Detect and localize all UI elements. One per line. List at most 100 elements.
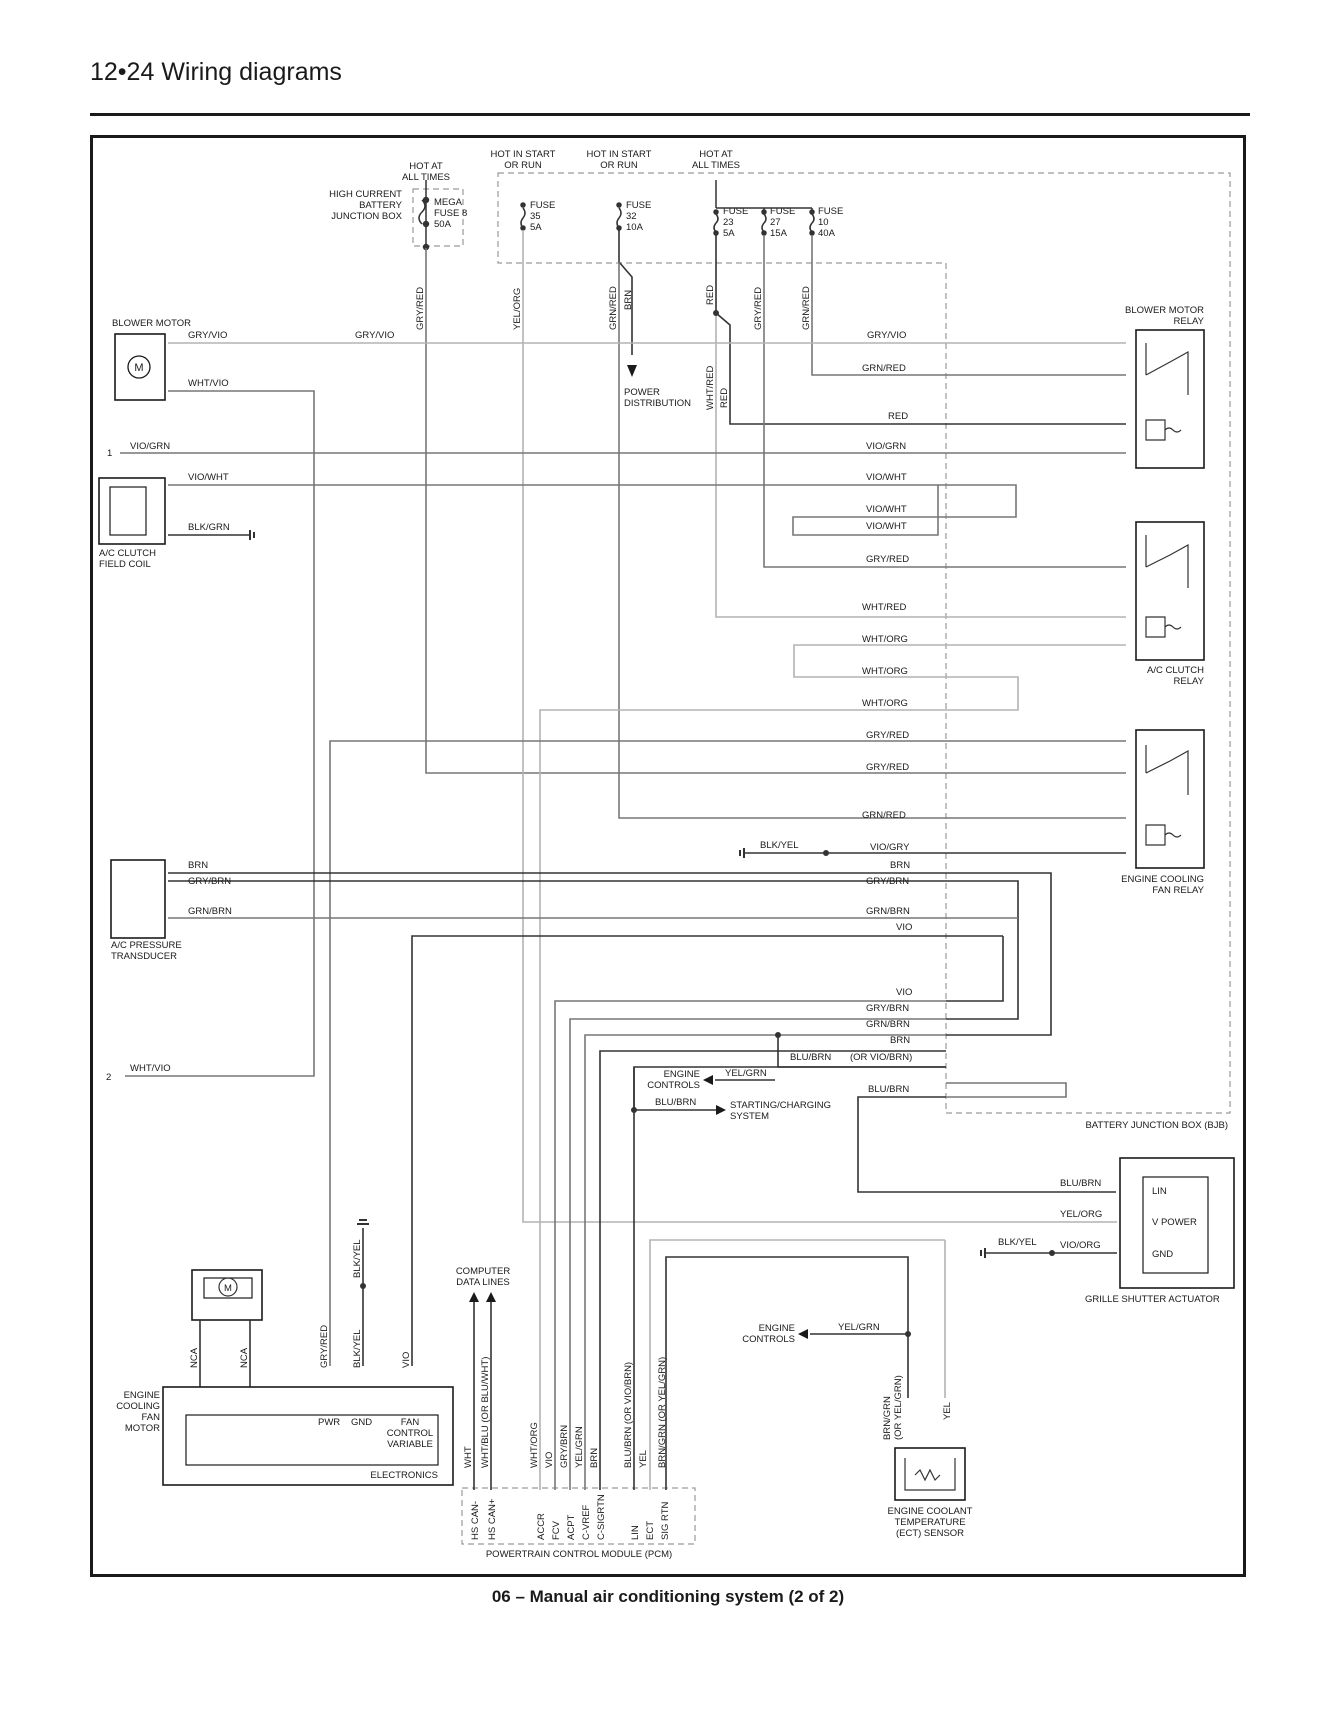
svg-text:BLU/BRN: BLU/BRN	[868, 1084, 909, 1095]
bjb-label: BATTERY JUNCTION BOX (BJB)	[1085, 1120, 1228, 1131]
svg-text:WHT/ORG: WHT/ORG	[862, 698, 908, 709]
power-wires	[425, 230, 1126, 1223]
svg-text:GRN/RED: GRN/RED	[862, 363, 906, 374]
svg-text:YEL/GRN: YEL/GRN	[574, 1426, 585, 1468]
fan-motor-module	[162, 1386, 454, 1486]
pcm-pins: HS CAN- HS CAN+ ACCR FCV ACPT C-VREF C-S…	[470, 1494, 671, 1540]
svg-text:BRN: BRN	[188, 860, 208, 871]
svg-text:VIO/ORG: VIO/ORG	[1060, 1240, 1101, 1251]
pcm-label: POWERTRAIN CONTROL MODULE (PCM)	[486, 1549, 672, 1560]
svg-text:RED: RED	[719, 388, 730, 408]
blower-motor-label: BLOWER MOTOR	[112, 318, 191, 329]
svg-text:VIO/GRN: VIO/GRN	[130, 441, 170, 452]
svg-text:WHT/RED: WHT/RED	[705, 366, 716, 410]
svg-text:VIO: VIO	[544, 1452, 555, 1468]
svg-text:BLK/GRN: BLK/GRN	[188, 522, 230, 533]
svg-text:C-VREF: C-VREF	[581, 1504, 592, 1540]
svg-text:WHT/ORG: WHT/ORG	[862, 634, 908, 645]
wire-wht-vio	[125, 390, 315, 1077]
grille-shutter-actuator	[1119, 1157, 1235, 1289]
svg-text:ACPT: ACPT	[566, 1514, 577, 1540]
fuse-symbols	[418, 180, 815, 251]
svg-text:GRY/RED: GRY/RED	[866, 554, 909, 565]
svg-text:WHT/BLU (OR BLU/WHT): WHT/BLU (OR BLU/WHT)	[480, 1357, 491, 1468]
ground-icon	[249, 530, 255, 540]
svg-text:ELECTRONICS: ELECTRONICS	[370, 1470, 438, 1481]
svg-text:YEL: YEL	[638, 1450, 649, 1468]
ect-sensor	[894, 1447, 966, 1501]
header-rule	[90, 113, 1250, 116]
svg-text:LIN: LIN	[1152, 1186, 1167, 1197]
svg-text:ACCR: ACCR	[536, 1513, 547, 1540]
svg-text:BLU/BRN: BLU/BRN	[790, 1052, 831, 1063]
svg-text:YEL: YEL	[942, 1402, 953, 1420]
ref-2: 2	[106, 1072, 111, 1083]
svg-text:BLU/BRN: BLU/BRN	[1060, 1178, 1101, 1189]
svg-text:GRN/RED: GRN/RED	[608, 286, 619, 330]
svg-text:PWR: PWR	[318, 1417, 340, 1428]
svg-text:GND: GND	[1152, 1249, 1173, 1260]
svg-text:RED: RED	[705, 285, 716, 305]
svg-text:VIO/WHT: VIO/WHT	[866, 521, 907, 532]
svg-text:GRY/RED: GRY/RED	[415, 287, 426, 330]
ac-clutch-coil	[98, 477, 166, 545]
svg-text:VIO/WHT: VIO/WHT	[866, 504, 907, 515]
ground-icon-2	[739, 848, 745, 858]
svg-text:LIN: LIN	[630, 1525, 641, 1540]
svg-text:ECT: ECT	[645, 1521, 656, 1540]
svg-text:GRN/BRN: GRN/BRN	[866, 1019, 910, 1030]
svg-text:BRN: BRN	[890, 860, 910, 871]
svg-text:C-SIGRTN: C-SIGRTN	[596, 1494, 607, 1540]
bjb-box	[497, 172, 1231, 1114]
wire-brn	[168, 872, 1052, 1036]
grille-label: GRILLE SHUTTER ACTUATOR	[1085, 1294, 1220, 1305]
svg-text:GRY/BRN: GRY/BRN	[188, 876, 231, 887]
svg-text:NCA: NCA	[189, 1347, 200, 1368]
page-header: 12•24 Wiring diagrams	[90, 58, 342, 86]
svg-text:WHT/VIO: WHT/VIO	[130, 1063, 171, 1074]
svg-text:VIO: VIO	[401, 1352, 412, 1368]
svg-text:GRY/RED: GRY/RED	[866, 730, 909, 741]
svg-text:NCA: NCA	[239, 1347, 250, 1368]
splice-red	[713, 310, 719, 316]
svg-text:V POWER: V POWER	[1152, 1217, 1197, 1228]
svg-text:HS CAN+: HS CAN+	[487, 1498, 498, 1540]
svg-text:GRN/BRN: GRN/BRN	[866, 906, 910, 917]
svg-text:YEL/ORG: YEL/ORG	[1060, 1209, 1102, 1220]
fan-wire-labels: NCA NCA GRY/RED BLK/YEL BLK/YEL VIO	[189, 1239, 412, 1368]
svg-text:M: M	[224, 1283, 232, 1294]
ref-1: 1	[107, 448, 112, 459]
svg-text:VIO/WHT: VIO/WHT	[866, 472, 907, 483]
transducer-wire-labels: BRN GRY/BRN GRN/BRN BRN GRY/BRN GRN/BRN …	[188, 860, 912, 933]
hcbjb-box	[412, 188, 464, 247]
svg-text:WHT/ORG: WHT/ORG	[862, 666, 908, 677]
svg-text:GRY/RED: GRY/RED	[866, 762, 909, 773]
wire-gry-brn	[168, 880, 1019, 1020]
svg-text:GRN/RED: GRN/RED	[862, 810, 906, 821]
svg-text:BLK/YEL: BLK/YEL	[352, 1239, 363, 1278]
svg-text:GRY/BRN: GRY/BRN	[866, 1003, 909, 1014]
relay-wire-labels: GRY/RED WHT/RED WHT/ORG WHT/ORG WHT/ORG …	[760, 554, 910, 853]
pcm-wire-labels: WHT WHT/BLU (OR BLU/WHT) WHT/ORG VIO GRY…	[463, 1357, 668, 1468]
svg-text:VIO/WHT: VIO/WHT	[188, 472, 229, 483]
motor-icon	[127, 355, 151, 379]
wire-vio-wht	[168, 484, 939, 536]
diagram-frame	[90, 135, 1246, 1577]
